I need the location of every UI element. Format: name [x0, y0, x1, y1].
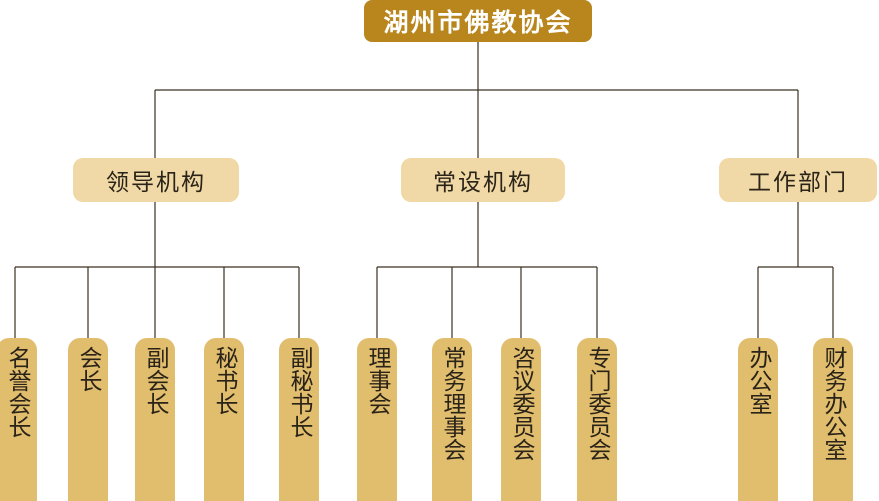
leaf-label: 副秘书长 — [286, 346, 312, 438]
leaf-label: 财务办公室 — [820, 346, 846, 461]
leaf-deputy-secretary-general: 副秘书长 — [279, 338, 319, 501]
root-node: 湖州市佛教协会 — [364, 0, 592, 42]
leaf-label: 咨议委员会 — [508, 346, 534, 461]
root-label: 湖州市佛教协会 — [383, 8, 573, 37]
category-standing-label: 常设机构 — [433, 170, 533, 196]
leaf-office: 办公室 — [738, 338, 778, 501]
leaf-label: 会长 — [75, 346, 101, 392]
leaf-council: 理事会 — [357, 338, 397, 501]
leaf-special-committee: 专门委员会 — [577, 338, 617, 501]
leaf-secretary-general: 秘书长 — [204, 338, 244, 501]
category-work-label: 工作部门 — [748, 170, 848, 196]
leaf-vice-president: 副会长 — [135, 338, 175, 501]
leaf-label: 名誉会长 — [4, 346, 30, 438]
category-leadership-label: 领导机构 — [106, 170, 206, 196]
category-work: 工作部门 — [719, 158, 877, 202]
leaf-honorary-president: 名誉会长 — [0, 338, 37, 501]
leaf-advisory-committee: 咨议委员会 — [501, 338, 541, 501]
category-standing: 常设机构 — [401, 158, 565, 202]
leaf-label: 秘书长 — [211, 346, 237, 415]
leaf-finance-office: 财务办公室 — [813, 338, 853, 501]
leaf-label: 办公室 — [745, 346, 771, 415]
category-leadership: 领导机构 — [73, 158, 239, 202]
leaf-label: 专门委员会 — [584, 346, 610, 461]
leaf-label: 理事会 — [364, 346, 390, 415]
leaf-label: 副会长 — [142, 346, 168, 415]
leaf-president: 会长 — [68, 338, 108, 501]
leaf-label: 常务理事会 — [439, 346, 465, 461]
leaf-standing-council: 常务理事会 — [432, 338, 472, 501]
